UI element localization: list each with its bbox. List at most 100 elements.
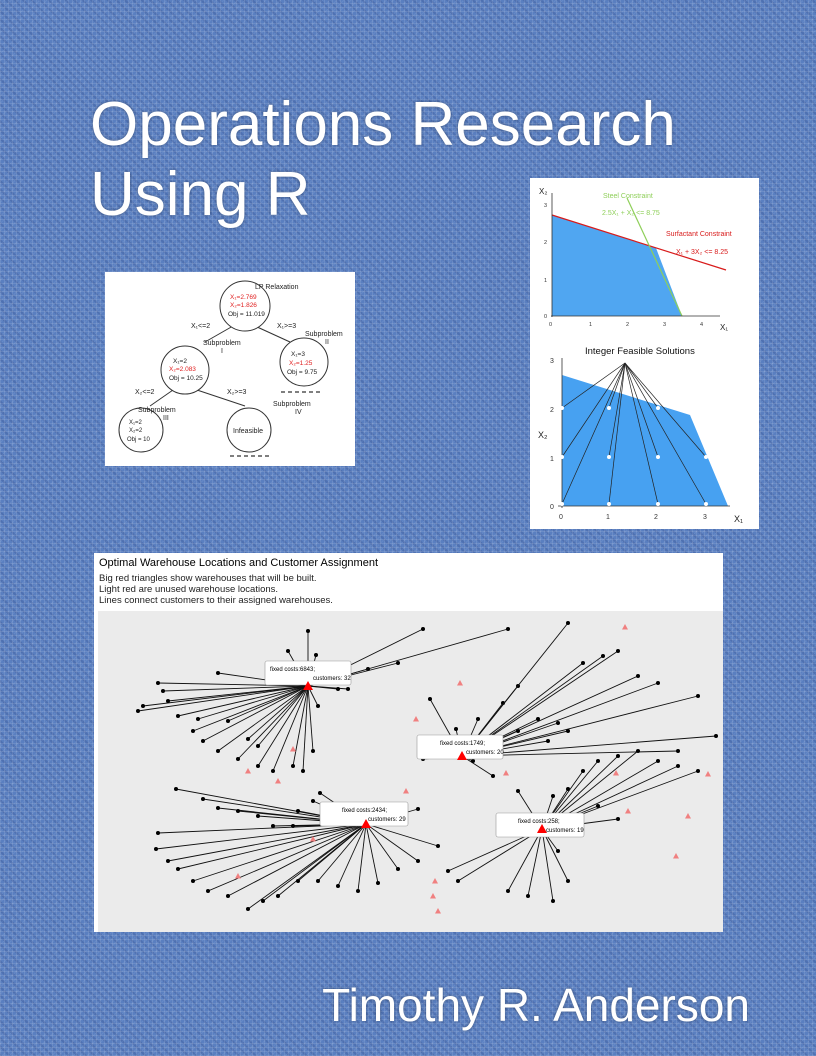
customer-point xyxy=(454,727,458,731)
root-label: LP Relaxation xyxy=(255,284,299,291)
customer-point xyxy=(551,899,555,903)
int-x-tick-2: 2 xyxy=(654,514,658,521)
unused-warehouse-marker xyxy=(235,873,241,879)
customer-point xyxy=(256,764,260,768)
built-warehouse-marker xyxy=(537,824,547,833)
assignment-line xyxy=(461,755,494,777)
sub4-num: IV xyxy=(295,409,302,416)
sub2-label: Subproblem xyxy=(305,331,343,338)
customer-point xyxy=(136,709,140,713)
customer-point xyxy=(161,689,165,693)
customer-point xyxy=(271,824,275,828)
assignment-line xyxy=(192,685,309,732)
customer-point xyxy=(581,661,585,665)
customer-point xyxy=(276,894,280,898)
unused-warehouse-marker xyxy=(625,808,631,814)
int-chart-title: Integer Feasible Solutions xyxy=(585,346,695,357)
assignment-line xyxy=(155,823,367,850)
int-y-tick-0: 0 xyxy=(550,504,554,511)
assignment-line xyxy=(257,685,309,747)
customer-point xyxy=(314,653,318,657)
warehouse-plot: fixed costs:6843; customers: 32 fixed co… xyxy=(98,611,723,932)
unused-warehouse-marker xyxy=(685,813,691,819)
assignment-line xyxy=(357,823,367,892)
customer-point xyxy=(656,759,660,763)
branch-right-label: X₁>=3 xyxy=(277,323,296,330)
customer-point xyxy=(316,704,320,708)
assignment-line xyxy=(317,823,367,882)
customer-point xyxy=(226,894,230,898)
customer-point xyxy=(714,734,718,738)
customer-point xyxy=(616,649,620,653)
customer-point xyxy=(216,671,220,675)
book-title-line-2: Using R xyxy=(90,160,311,229)
int-x-axis: X₁ xyxy=(734,514,743,524)
sub3-x1: X₁=2 xyxy=(129,420,143,426)
customer-point xyxy=(191,729,195,733)
warehouse-caption-2: Light red are unused warehouse locations… xyxy=(99,584,279,595)
lp-x-tick-0: 0 xyxy=(549,322,552,328)
wh1-cost: fixed costs:6843; xyxy=(270,667,315,673)
steel-label: Steel Constraint xyxy=(603,193,653,200)
sub2-obj: Obj = 9.75 xyxy=(287,369,318,376)
customer-point xyxy=(601,654,605,658)
warehouse-map: fixed costs:6843; customers: 32 fixed co… xyxy=(98,611,723,932)
steel-equation: 2.5X₁ + X₂ <= 8.75 xyxy=(602,210,660,217)
built-warehouse-marker xyxy=(303,681,313,690)
sub4-label: Subproblem xyxy=(273,401,311,408)
customer-point xyxy=(226,719,230,723)
customer-point xyxy=(286,649,290,653)
assignment-line xyxy=(292,685,309,767)
int-y-tick-1: 1 xyxy=(550,456,554,463)
customer-point xyxy=(656,681,660,685)
customer-point xyxy=(311,799,315,803)
surfactant-line xyxy=(551,214,727,271)
customer-point xyxy=(154,847,158,851)
lp-x-tick-1: 1 xyxy=(589,322,592,328)
unused-warehouse-marker xyxy=(705,771,711,777)
assignment-line xyxy=(257,685,309,767)
assignment-line xyxy=(365,823,419,862)
customer-point xyxy=(246,907,250,911)
customer-point xyxy=(246,737,250,741)
lp-y-tick-1: 1 xyxy=(544,278,547,284)
built-warehouse-marker xyxy=(457,751,467,760)
unused-warehouse-marker xyxy=(403,788,409,794)
customer-point xyxy=(256,814,260,818)
surfactant-equation: X₁ + 3X₂ <= 8.25 xyxy=(676,249,728,256)
customer-point xyxy=(416,859,420,863)
assignment-line xyxy=(461,622,569,757)
customer-point xyxy=(636,674,640,678)
unused-warehouse-marker xyxy=(413,716,419,722)
customer-point xyxy=(261,899,265,903)
customer-point xyxy=(311,749,315,753)
lp-y-tick-3: 3 xyxy=(544,203,547,209)
assignment-line xyxy=(162,685,309,692)
customer-point xyxy=(191,879,195,883)
lp-feasible-region xyxy=(552,215,682,316)
customer-point xyxy=(236,757,240,761)
warehouse-header: Optimal Warehouse Locations and Customer… xyxy=(94,553,723,611)
assignment-line xyxy=(192,823,367,882)
sub2-x2: X₂=1.25 xyxy=(289,360,313,367)
assignment-line xyxy=(337,823,367,887)
branch-lr-label: X₂>=3 xyxy=(227,389,247,396)
wh2-cost: fixed costs:1749; xyxy=(440,741,485,747)
customer-point xyxy=(536,717,540,721)
assignment-line xyxy=(177,685,309,717)
assignment-line xyxy=(167,685,309,702)
assignment-line xyxy=(197,685,309,720)
customer-point xyxy=(616,817,620,821)
int-x-tick-0: 0 xyxy=(559,514,563,521)
assignment-line xyxy=(247,685,309,740)
customer-point xyxy=(201,739,205,743)
customer-point xyxy=(546,739,550,743)
customer-point xyxy=(556,721,560,725)
customer-point xyxy=(301,769,305,773)
customer-point xyxy=(516,789,520,793)
lp-y-axis: X₂ xyxy=(539,187,547,196)
assignment-line xyxy=(227,823,367,897)
int-y-tick-3: 3 xyxy=(550,358,554,365)
unused-warehouse-marker xyxy=(275,778,281,784)
unused-warehouse-marker xyxy=(457,680,463,686)
